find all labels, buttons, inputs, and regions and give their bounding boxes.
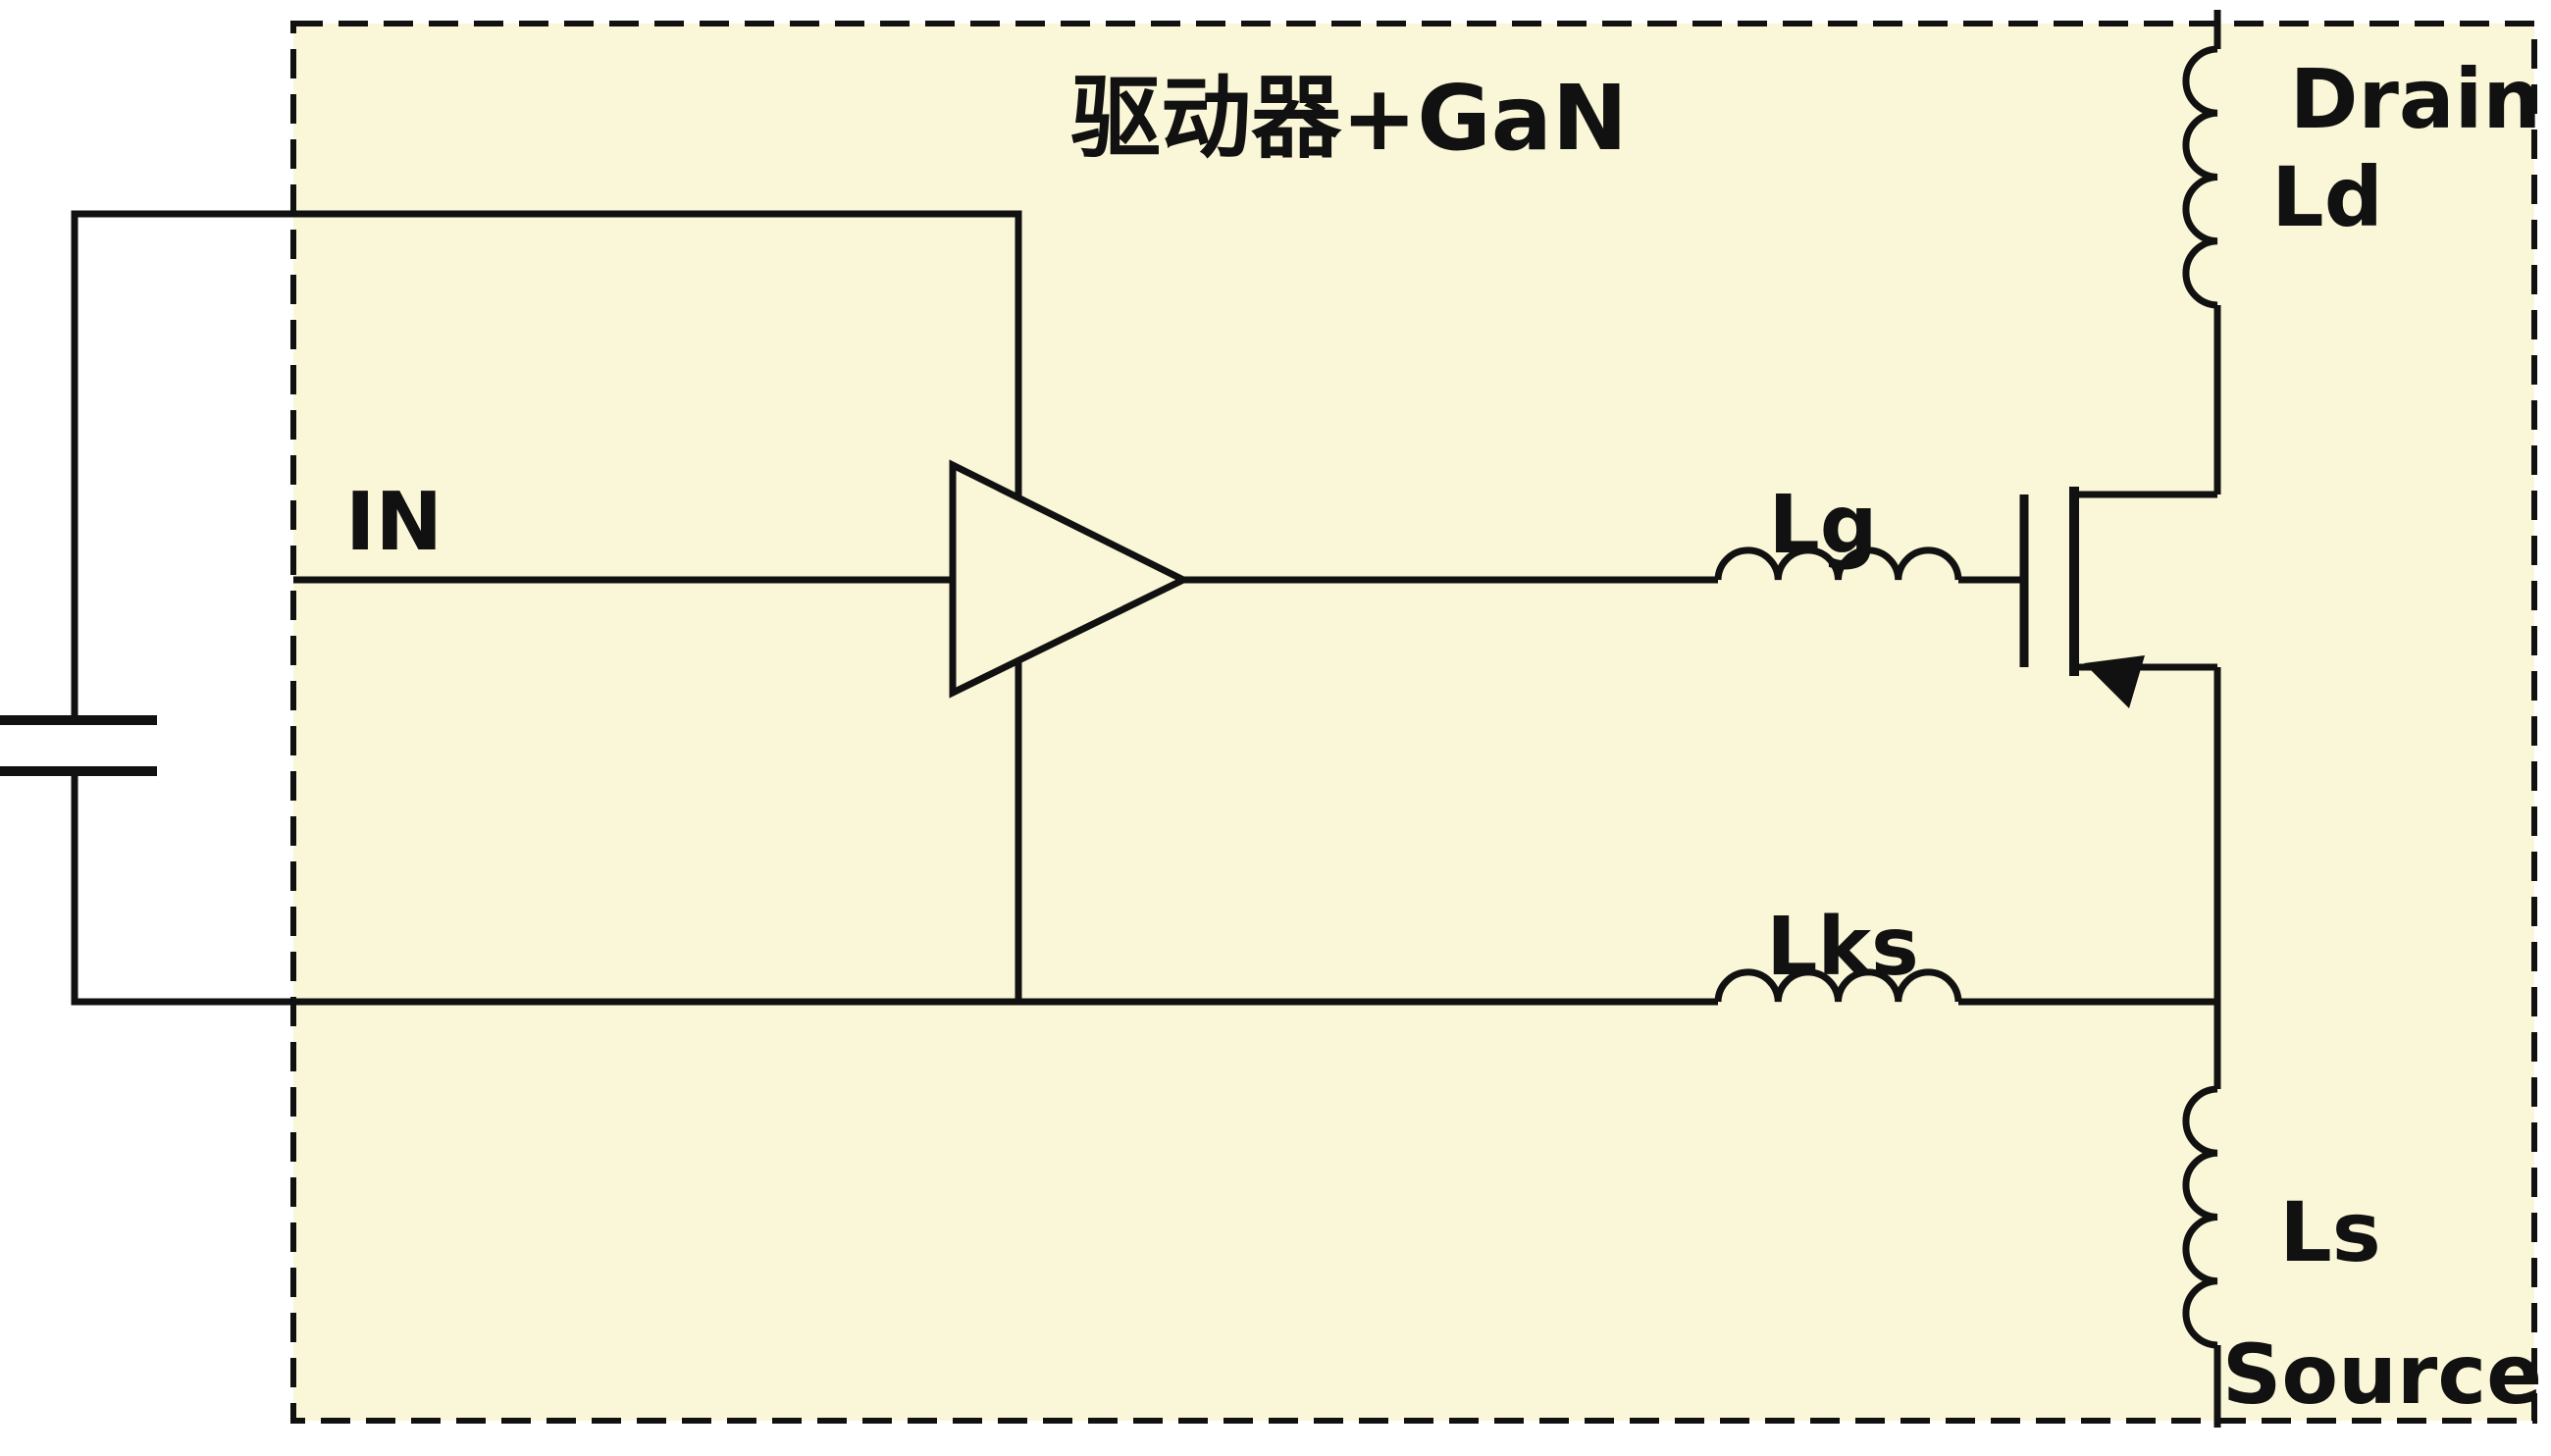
drain-inductor-label: Ld bbox=[2271, 149, 2383, 245]
kelvin-source-inductor-label: Lks bbox=[1766, 901, 1919, 994]
drain-terminal-label: Drain bbox=[2290, 51, 2541, 147]
gate-inductor-label: Lg bbox=[1769, 479, 1878, 572]
source-terminal-label: Source bbox=[2222, 1326, 2542, 1423]
driver-buffer-triangle bbox=[949, 459, 1191, 699]
input-label: IN bbox=[345, 476, 443, 569]
bottom-rail-wire bbox=[71, 771, 1718, 1006]
drain-inductor-coil bbox=[2182, 45, 2218, 309]
source-inductor-coil bbox=[2182, 1085, 2218, 1349]
transistor-source-arrow-icon bbox=[2084, 655, 2145, 708]
wire-group bbox=[0, 10, 2221, 1428]
diagram-title: 驱动器+GaN bbox=[1070, 66, 1628, 171]
source-inductor-label: Ls bbox=[2279, 1184, 2381, 1280]
gate-inductor-coil bbox=[1714, 546, 1962, 581]
circuit-boundary-box bbox=[290, 21, 2537, 1424]
kelvin-source-inductor-coil bbox=[1714, 968, 1962, 1003]
